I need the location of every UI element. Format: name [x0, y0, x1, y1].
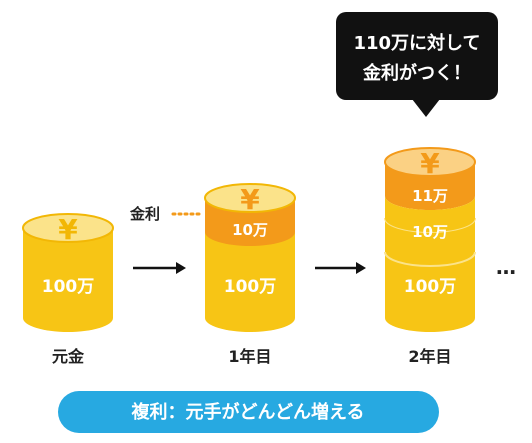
speech-bubble-line1: 110万に対して [353, 32, 480, 54]
yen-icon: ¥ [58, 213, 78, 246]
coin-layer-label: 10万 [232, 221, 268, 239]
coin-layer-divider [384, 251, 476, 267]
coin-layer-gap [385, 196, 475, 232]
summary-banner-pill [58, 391, 439, 433]
speech-bubble-line2: 金利がつく！ [362, 62, 471, 84]
interest-label: 金利 [129, 205, 160, 223]
summary-banner-text: 複利：元手がどんどん増える [131, 401, 365, 423]
summary-banner: 複利：元手がどんどん増える [58, 391, 439, 433]
stack-label-principal: 元金 [52, 347, 85, 366]
coin-stack-year1: ¥ 10万 100万 [204, 183, 296, 332]
arrow-right-icon [315, 262, 366, 274]
arrow-right-icon [133, 262, 186, 274]
coin-layer-principal [205, 232, 295, 332]
coin-top-face [22, 213, 114, 243]
coin-stack-principal: ¥ 100万 [22, 213, 114, 332]
coin-layer-principal [385, 252, 475, 332]
coin-top-face [384, 147, 476, 177]
coin-stack-year2: ¥ 11万 10万 100万 [384, 147, 476, 332]
stack-label-year2: 2年目 [408, 347, 451, 366]
yen-icon: ¥ [240, 183, 260, 216]
coin-layer-label: 100万 [224, 277, 277, 297]
coin-layer-principal [23, 228, 113, 332]
speech-bubble: 110万に対して 金利がつく！ [336, 12, 498, 117]
coin-layer-label: 10万 [412, 223, 448, 241]
speech-bubble-box [336, 12, 498, 100]
coin-layer-label: 100万 [42, 277, 95, 297]
speech-bubble-tail [412, 99, 440, 117]
stack-label-year1: 1年目 [228, 347, 271, 366]
coin-layer-label: 11万 [412, 187, 448, 205]
yen-icon: ¥ [420, 147, 440, 180]
ellipsis: … [496, 255, 516, 279]
coin-top-face [204, 183, 296, 213]
coin-layer-label: 100万 [404, 277, 457, 297]
